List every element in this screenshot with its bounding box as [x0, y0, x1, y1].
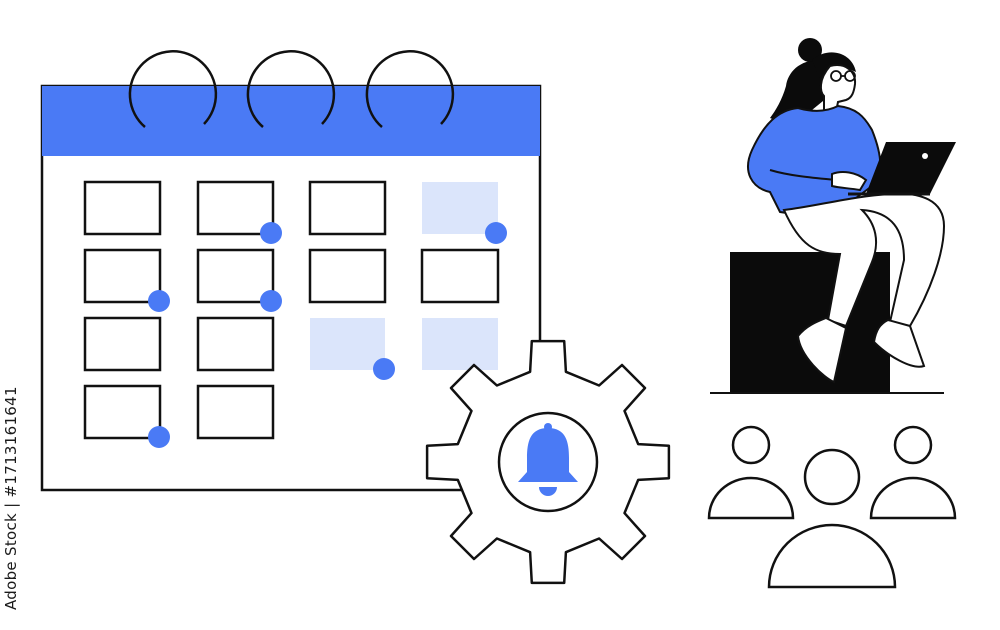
person-with-laptop — [710, 38, 956, 394]
calendar-day-cell — [308, 248, 387, 304]
arm-outline — [769, 169, 837, 181]
hands — [831, 171, 868, 192]
calendar-header-bar — [42, 86, 540, 156]
watermark-stock-id: Adobe Stock | #1713161641 — [2, 386, 20, 610]
calendar-event-dots — [148, 222, 507, 448]
calendar-day-cell-highlighted — [422, 182, 498, 234]
calendar-day-cell-highlighted — [310, 318, 385, 370]
calendar-ring — [365, 50, 455, 128]
calendar-grid — [83, 180, 500, 440]
person-body — [707, 476, 795, 520]
calendar-day-cell — [196, 384, 275, 440]
event-dot — [260, 290, 282, 312]
bell-icon — [518, 423, 578, 496]
team-icon — [707, 425, 957, 589]
shoes — [796, 316, 926, 384]
event-dot — [260, 222, 282, 244]
calendar-day-cell-highlighted — [422, 318, 498, 370]
calendar-day-cell — [83, 384, 162, 440]
calendar-ring — [128, 50, 218, 128]
person-head — [731, 425, 771, 465]
calendar-day-cell — [196, 316, 275, 372]
event-dot — [485, 222, 507, 244]
laptop-screen — [866, 142, 956, 194]
calendar-day-cell — [196, 248, 275, 304]
gear-icon — [425, 339, 671, 585]
event-dot — [148, 426, 170, 448]
person-body — [767, 523, 897, 589]
calendar-day-cell — [83, 316, 162, 372]
person-body — [869, 476, 957, 520]
calendar-day-cell — [308, 180, 387, 236]
person-head — [893, 425, 933, 465]
calendar-day-cell — [83, 248, 162, 304]
calendar-day-cell — [83, 180, 162, 236]
person-head — [803, 448, 861, 506]
glasses — [830, 70, 856, 82]
laptop-icon — [848, 142, 956, 196]
event-dot — [148, 290, 170, 312]
calendar-rings — [128, 50, 455, 128]
calendar-day-cell — [420, 248, 500, 304]
calendar-icon — [40, 50, 542, 492]
calendar-ring — [246, 50, 336, 128]
event-dot — [373, 358, 395, 380]
calendar-day-cell — [196, 180, 275, 236]
